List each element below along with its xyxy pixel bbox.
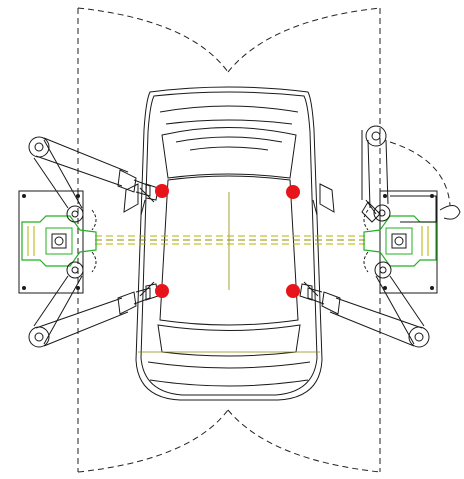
left-base-bolt-3 xyxy=(22,286,26,290)
left-robot-base xyxy=(18,190,97,294)
contact-point-front-left xyxy=(155,184,169,198)
left-base-rail xyxy=(91,209,97,273)
right-base-bolt-2 xyxy=(383,194,387,198)
right-lower-tool-mount xyxy=(307,287,325,305)
car-left-mirror xyxy=(123,183,139,213)
left-upper-link-1 xyxy=(33,139,83,209)
right-upper-robot-arm xyxy=(361,125,461,223)
left-upper-link-2 xyxy=(35,137,129,187)
left-robot-core xyxy=(51,233,67,249)
left-upper-gripper xyxy=(139,183,159,203)
car-right-door-line-1 xyxy=(312,199,318,216)
left-lower-elbow-pin xyxy=(34,332,44,342)
left-base-bolt-4 xyxy=(76,286,80,290)
right-robot-axis xyxy=(394,236,404,246)
car-roof xyxy=(159,175,299,326)
right-lower-robot-arm xyxy=(299,261,430,348)
left-lower-gripper xyxy=(139,281,159,301)
right-lower-wrist xyxy=(321,291,341,315)
right-lower-shoulder-joint xyxy=(374,261,392,279)
car-trunk-line xyxy=(147,361,311,369)
alignment-lines xyxy=(95,235,365,245)
contact-point-rear-right xyxy=(286,284,300,298)
right-upper-link-1 xyxy=(367,139,389,209)
car-top-view xyxy=(123,86,335,401)
left-lower-shoulder-joint xyxy=(66,261,84,279)
envelope-bottom-left-arc xyxy=(77,409,229,473)
left-robot-cable xyxy=(27,226,35,256)
right-lower-elbow-pin xyxy=(414,332,424,342)
car-hood-crease xyxy=(159,105,299,113)
right-robot-core xyxy=(391,233,407,249)
left-upper-shoulder-joint xyxy=(66,205,84,223)
left-robot-base-outline xyxy=(21,215,97,267)
left-lower-robot-arm xyxy=(28,261,159,348)
left-upper-shoulder-pin xyxy=(71,210,79,218)
left-robot-turntable xyxy=(45,227,73,255)
right-base-plate xyxy=(379,190,438,294)
left-base-bolt-1 xyxy=(22,194,26,198)
left-upper-robot-arm xyxy=(28,136,159,223)
left-upper-elbow-pin xyxy=(34,142,44,152)
right-upper-shoulder-joint xyxy=(373,204,391,222)
contact-points xyxy=(155,184,300,298)
left-lower-wrist xyxy=(117,291,137,315)
left-lower-elbow-joint xyxy=(28,326,50,348)
right-lower-gripper xyxy=(299,281,319,301)
right-upper-elbow-pin xyxy=(371,131,381,141)
contact-point-rear-left xyxy=(155,284,169,298)
envelope-top-left-arc xyxy=(77,7,229,73)
car-left-door-line-1 xyxy=(140,199,146,216)
envelope-top-right-arc xyxy=(227,7,381,73)
right-lower-link-1 xyxy=(375,275,425,345)
right-base-bolt-4 xyxy=(383,286,387,290)
right-upper-tool-head xyxy=(439,205,461,220)
right-robot-base xyxy=(363,190,438,294)
car-windshield xyxy=(161,127,297,179)
envelope-bottom-right-arc xyxy=(227,409,381,473)
left-lower-link-1 xyxy=(33,275,83,345)
left-base-bolt-2 xyxy=(76,194,80,198)
right-upper-tool-arm xyxy=(390,195,437,223)
right-upper-gripper xyxy=(361,201,381,223)
right-upper-elbow-joint xyxy=(365,125,387,147)
right-lower-shoulder-pin xyxy=(379,266,387,274)
car-wiper xyxy=(175,136,283,143)
left-robot-axis xyxy=(54,236,64,246)
car-inner-body xyxy=(140,91,318,396)
left-upper-tool-mount xyxy=(133,179,151,197)
right-robot-cable xyxy=(421,226,429,256)
left-base-plate xyxy=(18,190,84,294)
left-lower-link-2 xyxy=(35,297,129,347)
car-windshield-line xyxy=(189,146,269,151)
right-base-bolt-3 xyxy=(430,286,434,290)
car-rear-bumper-line xyxy=(149,379,309,387)
car-rear-window xyxy=(157,324,301,357)
car-right-mirror xyxy=(319,183,335,213)
right-lower-link-2 xyxy=(329,297,423,347)
envelope-right-swing-arc xyxy=(389,141,451,206)
contact-point-front-right xyxy=(286,185,300,199)
right-lower-elbow-joint xyxy=(408,326,430,348)
left-upper-elbow-joint xyxy=(28,136,50,158)
left-lower-shoulder-pin xyxy=(71,266,79,274)
left-upper-wrist xyxy=(117,169,137,193)
car-outer-body xyxy=(135,86,323,401)
right-base-rail xyxy=(363,209,369,273)
car-cowl xyxy=(165,119,293,125)
right-robot-turntable xyxy=(385,227,413,255)
car-centerlines xyxy=(138,192,320,353)
right-robot-base-outline xyxy=(363,215,437,267)
left-lower-tool-mount xyxy=(133,287,151,305)
